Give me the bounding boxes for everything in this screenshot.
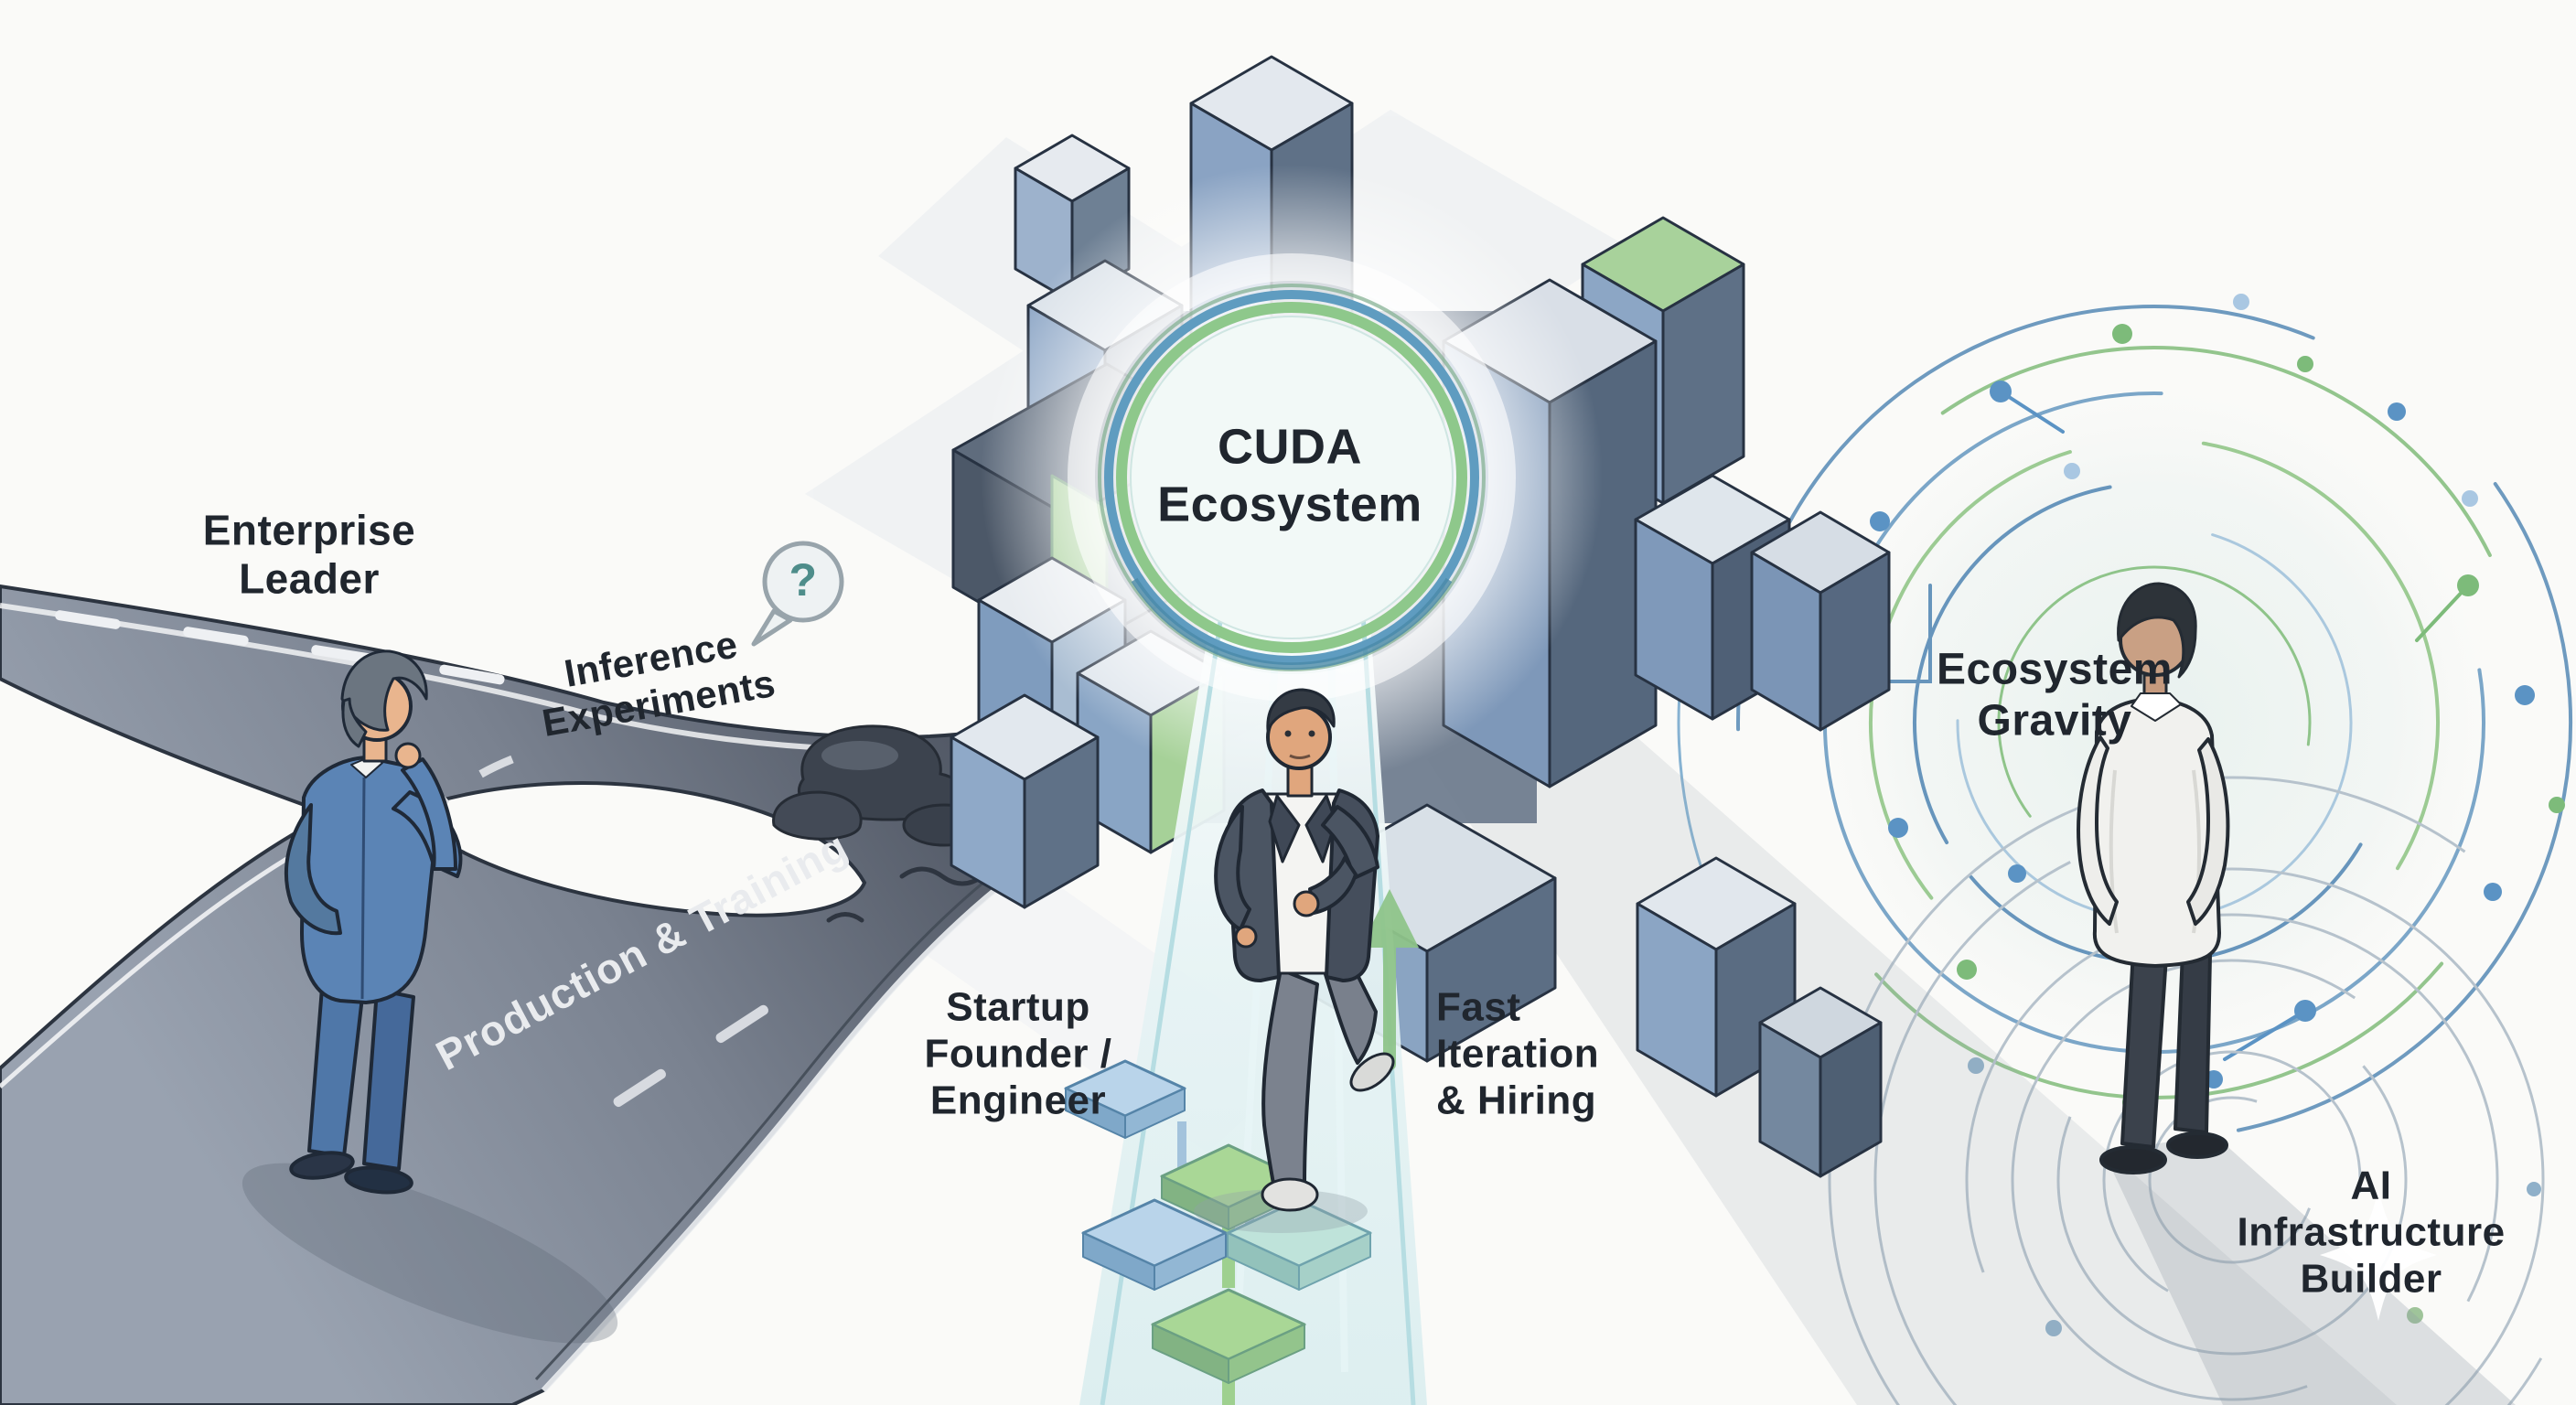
startup-founder-label: Startup Founder / Engineer bbox=[924, 984, 1112, 1123]
orbit-node-dots bbox=[1786, 294, 2565, 1111]
question-mark-label: ? bbox=[789, 554, 818, 606]
fast-iteration-label: Fast Iteration & Hiring bbox=[1436, 984, 1600, 1123]
ai-infrastructure-builder-label: AI Infrastructure Builder bbox=[2237, 1163, 2506, 1302]
ecosystem-gravity-label: Ecosystem Gravity bbox=[1937, 645, 2173, 745]
cuda-ecosystem-ring bbox=[1068, 253, 1516, 702]
path-tiles bbox=[1064, 1059, 1372, 1405]
road-rocks bbox=[772, 724, 986, 923]
ai-builder-figure bbox=[2077, 582, 2230, 1174]
up-arrow-icon bbox=[1360, 889, 1419, 1070]
cube-shadow-beam bbox=[1427, 681, 2397, 1405]
startup-runner-figure bbox=[1194, 688, 1395, 1233]
enterprise-leader-figure bbox=[242, 649, 618, 1344]
sparkle-icon bbox=[2320, 1189, 2437, 1321]
enterprise-leader-label: Enterprise Leader bbox=[202, 506, 416, 603]
builder-shadow bbox=[2104, 1134, 2516, 1405]
question-bubble-icon bbox=[751, 541, 844, 647]
road-fork-island bbox=[399, 781, 867, 917]
cuda-ecosystem-label: CUDA Ecosystem bbox=[1157, 419, 1422, 531]
